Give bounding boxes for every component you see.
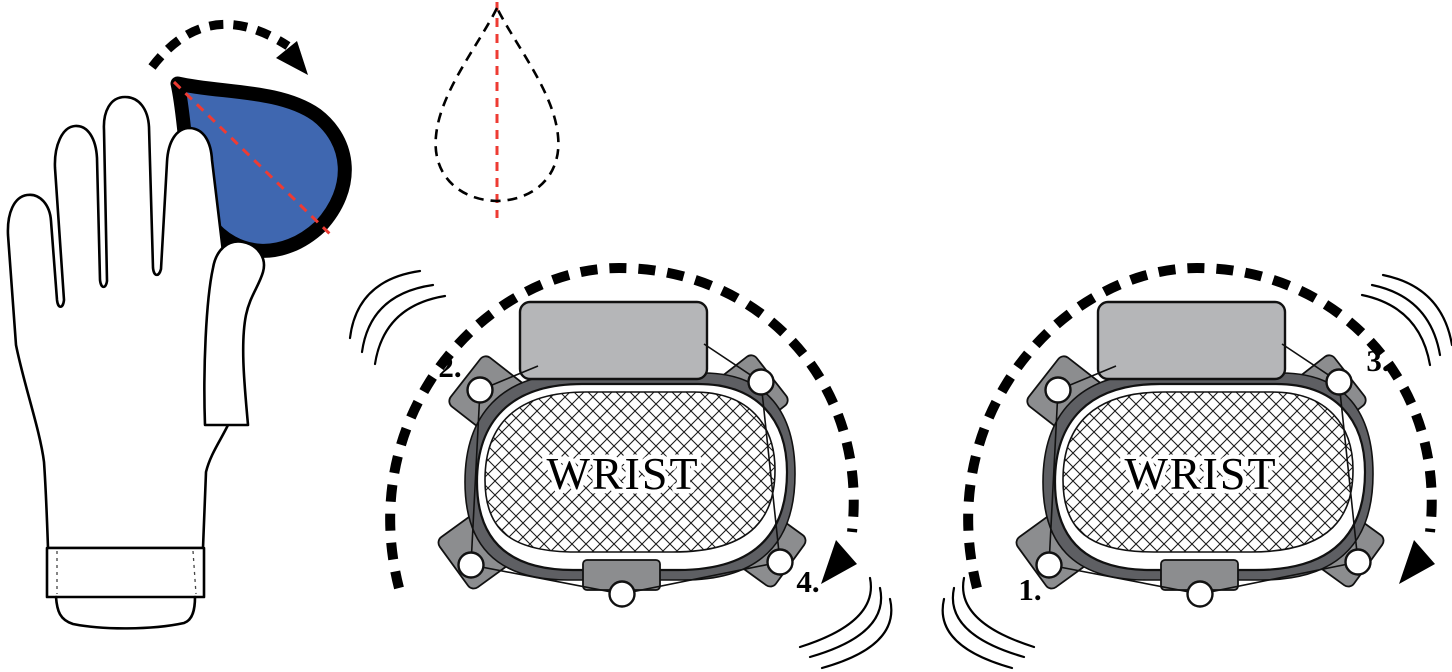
guide-ball-top-left [466,376,494,404]
guide-ball-top-right [1325,368,1353,396]
wave-arc [1360,293,1432,367]
wrist-cuff [45,546,206,599]
guide-ball-bottom-center [1186,580,1214,608]
rotation-arrow-head-icon [276,41,308,75]
watch-module [1096,300,1287,381]
guide-ball-bottom-right [766,548,794,576]
thumb-outline [203,240,266,427]
hand-panel [6,19,352,630]
wave-arc [1381,273,1452,347]
step-label-1: 1. [1018,572,1041,607]
free-teardrop-panel [434,2,560,218]
vibration-waves-top-right [1360,273,1452,367]
guide-ball-bottom-center [608,580,636,608]
step-label-3: 3. [1366,343,1389,378]
device-axis-line [172,80,336,240]
guide-ball-bottom-left [457,551,485,579]
wave-arc [1370,283,1442,357]
wrist-label-left: WRIST [546,448,699,499]
wrist-diagram-right: 3. 1. WRIST [941,268,1452,670]
wrist-diagram-left: 2. 4. WRIST [348,268,893,670]
guide-ball-top-right [747,368,775,396]
watch-module [518,300,709,381]
step-label-2: 2. [438,349,461,384]
guide-ball-bottom-right [1344,548,1372,576]
wrist-label-right: WRIST [1124,448,1277,499]
vibration-waves-top-left [348,269,447,366]
forearm-outline [54,595,197,630]
cuff-dash-right [192,550,197,595]
step-label-4: 4. [796,564,819,599]
hand-outline [6,95,242,550]
rotation-arrow [148,19,308,75]
teardrop-outline [434,5,560,203]
rotation-arrow-arc [148,19,291,70]
guide-ball-top-left [1044,376,1072,404]
